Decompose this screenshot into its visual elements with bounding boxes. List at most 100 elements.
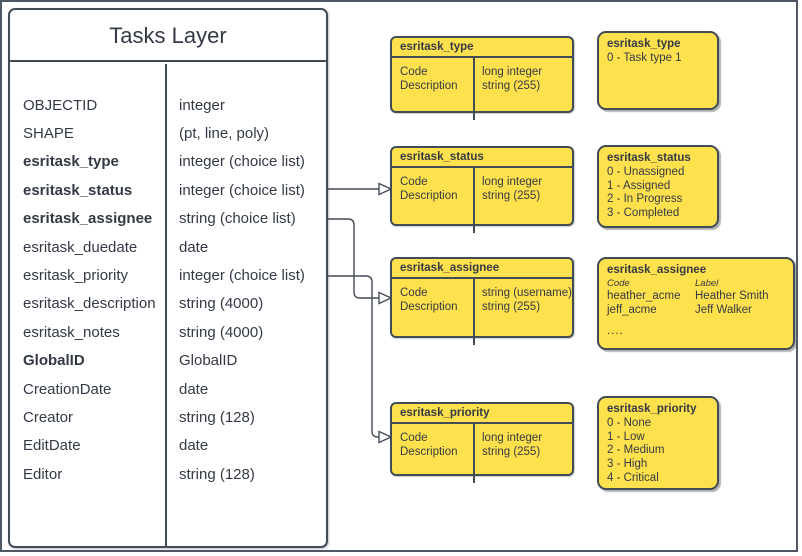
def-code-type: string (username): [481, 287, 572, 299]
defbox-title: esritask_status: [392, 148, 572, 168]
choice-item: 1 - Assigned: [607, 179, 671, 192]
defbox-title: esritask_assignee: [392, 259, 572, 279]
table-row: CreationDate date: [10, 375, 326, 403]
field-type: (pt, line, poly): [179, 125, 270, 143]
table-row: GlobalID GlobalID: [10, 347, 326, 375]
choicelist-esritask-status[interactable]: esritask_status 0 - Unassigned 1 - Assig…: [597, 145, 719, 228]
table-row: esritask_status integer (choice list): [10, 176, 326, 204]
choice-item: 3 - High: [607, 458, 648, 471]
choice-item: 1 - Low: [607, 430, 645, 443]
field-type: string (choice list): [179, 210, 296, 228]
table-row: esritask_duedate date: [10, 233, 326, 261]
assignee-label: Jeff Walker: [695, 303, 752, 316]
assignee-ellipsis: ....: [607, 325, 624, 338]
choice-item: 2 - In Progress: [607, 193, 683, 206]
field-type: string (4000): [179, 323, 264, 341]
field-name: Editor: [23, 465, 63, 483]
field-type: string (128): [179, 408, 255, 426]
defbox-esritask-type[interactable]: esritask_type Code Description long inte…: [390, 36, 574, 120]
choicelist-title: esritask_assignee: [607, 264, 707, 276]
def-code-label: Code: [400, 287, 428, 299]
field-name: GlobalID: [23, 352, 85, 370]
assignee-col-code: Code: [607, 277, 630, 289]
table-field-rows: OBJECTID integer SHAPE (pt, line, poly) es…: [10, 91, 326, 488]
defbox-column-divider: [473, 279, 475, 345]
assignee-col-label: Label: [695, 277, 719, 289]
field-type: integer (choice list): [179, 153, 305, 171]
table-row: esritask_priority integer (choice list): [10, 261, 326, 289]
def-desc-type: string (255): [482, 80, 541, 92]
defbox-esritask-status[interactable]: esritask_status Code Description long in…: [390, 146, 574, 233]
choice-item: 2 - Medium: [607, 444, 665, 457]
def-desc-type: string (255): [482, 446, 541, 458]
field-name: esritask_duedate: [23, 238, 138, 256]
field-type: GlobalID: [179, 352, 238, 370]
field-name: esritask_description: [23, 295, 156, 313]
choicelist-esritask-priority[interactable]: esritask_priority 0 - None 1 - Low 2 - M…: [597, 396, 719, 490]
assignee-row: heather_acme Heather Smith: [607, 290, 785, 304]
table-title: Tasks Layer: [10, 10, 326, 62]
defbox-title: esritask_priority: [392, 404, 572, 424]
field-type: string (4000): [179, 295, 264, 313]
field-type: string (128): [179, 465, 255, 483]
table-row: EditDate date: [10, 432, 326, 460]
def-desc-label: Description: [400, 301, 458, 313]
def-desc-label: Description: [400, 80, 458, 92]
assignee-code: heather_acme: [607, 289, 681, 302]
field-name: SHAPE: [23, 125, 74, 143]
field-type: integer (choice list): [179, 267, 305, 285]
choice-item: 0 - Task type 1: [607, 51, 682, 64]
assignee-row: jeff_acme Jeff Walker: [607, 304, 785, 318]
table-row: esritask_notes string (4000): [10, 318, 326, 346]
defbox-esritask-assignee[interactable]: esritask_assignee Code Description strin…: [390, 257, 574, 345]
field-type: integer (choice list): [179, 181, 305, 199]
def-code-type: long integer: [482, 432, 543, 444]
tasks-layer-table[interactable]: Tasks Layer OBJECTID integer SHAPE (pt, li…: [8, 8, 328, 548]
assignee-label: Heather Smith: [695, 289, 769, 302]
connector-priority: [328, 275, 379, 438]
def-code-type: long integer: [482, 66, 543, 78]
table-row: esritask_type integer (choice list): [10, 148, 326, 176]
field-name: esritask_priority: [23, 267, 129, 285]
assignee-code: jeff_acme: [607, 303, 657, 316]
field-name: EditDate: [23, 437, 81, 455]
field-name: OBJECTID: [23, 96, 98, 114]
def-desc-label: Description: [400, 446, 458, 458]
field-type: date: [179, 380, 209, 398]
def-code-label: Code: [400, 66, 428, 78]
choice-item: 3 - Completed: [607, 207, 680, 220]
field-name: esritask_status: [23, 181, 133, 199]
choicelist-esritask-type[interactable]: esritask_type 0 - Task type 1: [597, 31, 719, 110]
field-type: date: [179, 238, 209, 256]
choicelist-title: esritask_priority: [607, 403, 697, 415]
field-type: integer: [179, 96, 225, 114]
field-type: date: [179, 437, 209, 455]
table-row: Creator string (128): [10, 403, 326, 431]
table-column-divider: [165, 64, 167, 546]
connector-assignee: [328, 218, 379, 299]
defbox-title: esritask_type: [392, 38, 572, 58]
field-name: esritask_assignee: [23, 210, 153, 228]
table-row: OBJECTID integer: [10, 91, 326, 119]
field-name: esritask_notes: [23, 323, 120, 341]
def-desc-type: string (255): [482, 190, 541, 202]
table-row: SHAPE (pt, line, poly): [10, 119, 326, 147]
choice-item: 0 - Unassigned: [607, 165, 685, 178]
field-name: esritask_type: [23, 153, 119, 171]
def-code-type: long integer: [482, 176, 543, 188]
table-row: Editor string (128): [10, 460, 326, 488]
def-desc-label: Description: [400, 190, 458, 202]
def-code-label: Code: [400, 176, 428, 188]
def-desc-type: string (255): [481, 301, 541, 313]
choice-item: 0 - None: [607, 416, 652, 429]
defbox-column-divider: [473, 58, 475, 120]
defbox-column-divider: [473, 168, 475, 233]
choicelist-esritask-assignee[interactable]: esritask_assignee Code Label heather_acm…: [597, 257, 795, 350]
field-name: CreationDate: [23, 380, 112, 398]
field-name: Creator: [23, 408, 74, 426]
defbox-esritask-priority[interactable]: esritask_priority Code Description long …: [390, 402, 574, 483]
def-code-label: Code: [400, 432, 428, 444]
table-row: esritask_description string (4000): [10, 290, 326, 318]
choice-item: 4 - Critical: [607, 471, 659, 484]
